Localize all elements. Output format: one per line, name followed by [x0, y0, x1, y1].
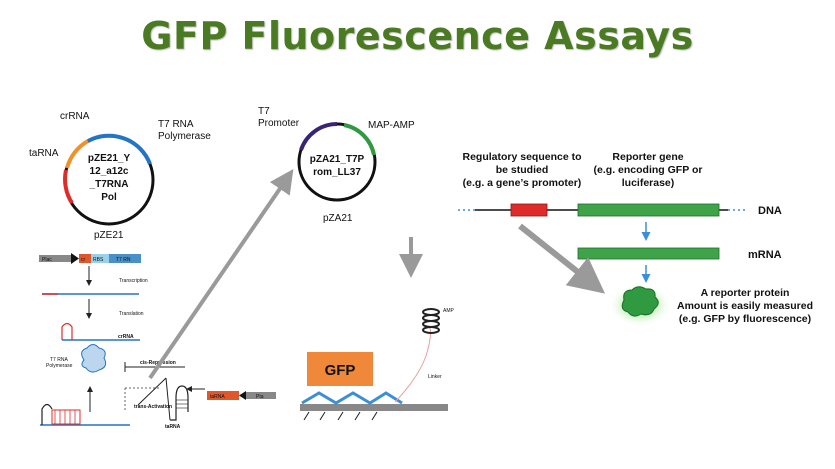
protein-line2: Amount is easily measured — [677, 300, 813, 312]
t7-polymerase-label-line2: Polymerase — [46, 363, 73, 369]
plasmid2-label: pZA21 — [323, 213, 353, 224]
plac-label: Plac — [42, 257, 52, 263]
t7-polymerase-label-line1: T7 RNA — [50, 357, 68, 363]
map-amp-label: MAP-AMP — [368, 120, 415, 131]
promoter-arrowhead — [71, 253, 79, 264]
crrna-small-label: crRNA — [118, 334, 134, 340]
regulatory-line3: (e.g. a gene’s promoter) — [463, 177, 582, 189]
mechanism-schematic: Plac cr RBS T7 RN Transcription Translat… — [39, 253, 276, 430]
t7-promoter-label-line1: T7 — [258, 106, 270, 117]
t7rna-bar-label: T7 RN — [116, 257, 131, 263]
cr-label: cr — [81, 257, 86, 263]
plasmid1-name-line4: Pol — [101, 192, 117, 203]
plasmid1-name-line2: 12_a12c — [90, 166, 129, 177]
reporter-protein-icon — [621, 286, 659, 317]
plasmid1-label: pZE21 — [94, 230, 124, 241]
plasmid2-name-line1: pZA21_T7P — [310, 154, 365, 165]
gene-line3: luciferase) — [622, 177, 675, 189]
reporter-schematic: Regulatory sequence to be studied (e.g. … — [458, 151, 813, 327]
plasmid-pze21: pZE21_Y 12_a12c _T7RNA Pol crRNA taRNA T… — [29, 111, 211, 241]
promoter-box — [510, 203, 548, 217]
plac-bar — [39, 255, 71, 262]
gfp-box — [307, 352, 373, 386]
promoter-to-protein-arrow — [518, 223, 606, 294]
t7pol-label-line2: Polymerase — [158, 131, 211, 142]
tarna-label: taRNA — [29, 148, 59, 159]
pta-label: Pta — [256, 394, 264, 400]
tarna-segment — [63, 169, 74, 205]
crrna-segment — [65, 139, 90, 169]
page-title: GFP Fluorescence Assays — [141, 14, 694, 58]
linker-label: Linker — [428, 374, 442, 380]
gfp-label: GFP — [325, 362, 356, 379]
peptide-display: GFP Linker AMP — [300, 308, 455, 421]
plasmid1-name-line1: pZE21_Y — [88, 153, 131, 164]
plasmid2-name-line2: rom_LL37 — [313, 167, 361, 178]
reporter-gene-box — [577, 203, 720, 217]
trans-activation-label: trans-Activation — [134, 404, 172, 410]
plasmid1-name-line3: _T7RNA — [89, 179, 129, 190]
regulatory-line1: Regulatory sequence to — [462, 151, 581, 163]
gene-line1: Reporter gene — [612, 151, 683, 163]
tarna-box — [207, 391, 239, 400]
cr-box — [79, 254, 91, 263]
translation-label: Translation — [119, 311, 144, 317]
amp-label: AMP — [443, 308, 455, 314]
tarna-box-label: taRNA — [210, 394, 225, 400]
t7rna-bar — [109, 254, 141, 263]
dna-label: DNA — [758, 205, 782, 217]
t7pol-segment — [87, 133, 152, 165]
protein-line1: A reporter protein — [701, 287, 790, 299]
linker-line — [394, 327, 431, 403]
tarna-small-label: taRNA — [165, 424, 181, 430]
map-amp-segment — [343, 123, 376, 156]
crrna-label: crRNA — [60, 111, 90, 122]
gene-line2: (e.g. encoding GFP or — [594, 164, 703, 176]
regulatory-line2: be studied — [496, 164, 549, 176]
t7-promoter-label-line2: Promoter — [258, 118, 300, 129]
mrna-box — [577, 247, 720, 260]
mrna-label: mRNA — [748, 249, 782, 261]
chevron-strand — [301, 391, 403, 405]
mechanism-to-plasmid2-arrow — [148, 169, 294, 380]
rbs-label: RBS — [93, 257, 104, 263]
t7-promoter-segment — [299, 122, 338, 151]
pta-bar — [246, 392, 276, 399]
transcription-label: Transcription — [119, 278, 148, 284]
membrane-bar — [300, 404, 448, 411]
protein-line3: (e.g. GFP by fluorescence) — [679, 313, 811, 325]
rbs-box — [91, 254, 109, 263]
plasmid-pza21: pZA21_T7P rom_LL37 T7 Promoter MAP-AMP p… — [258, 106, 415, 224]
t7pol-label-line1: T7 RNA — [158, 119, 194, 130]
